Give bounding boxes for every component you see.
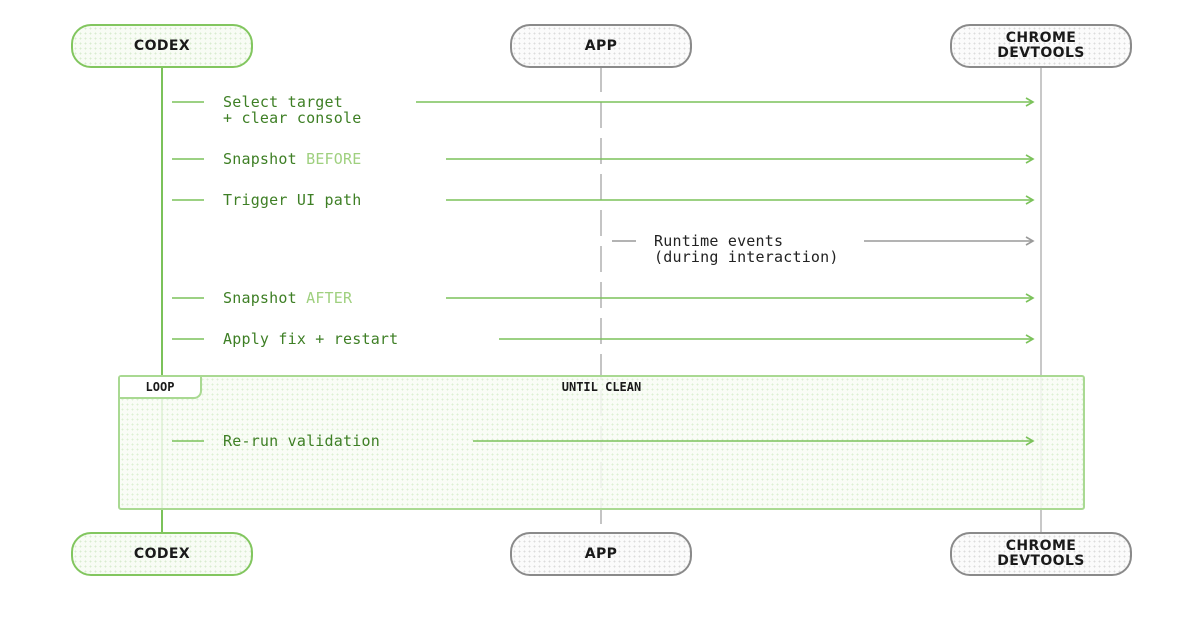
app-lifeline bbox=[600, 66, 602, 534]
arrowhead-snapshot-after bbox=[1025, 293, 1035, 303]
loop-condition: UNTIL CLEAN bbox=[561, 380, 642, 394]
arrowhead-runtime-events bbox=[1025, 236, 1035, 246]
codex-lifeline bbox=[161, 66, 163, 534]
arrowhead-select-target bbox=[1025, 97, 1035, 107]
message-runtime-events: Runtime events (during interaction) bbox=[654, 232, 839, 266]
loop-frame: LOOP UNTIL CLEAN bbox=[118, 375, 1085, 510]
devtools-lifeline bbox=[1040, 66, 1042, 534]
arrowhead-rerun bbox=[1025, 436, 1035, 446]
message-snapshot-after: Snapshot AFTER bbox=[223, 289, 353, 307]
message-rerun-validation: Re-run validation bbox=[223, 432, 380, 450]
actor-app-top: APP bbox=[510, 24, 692, 68]
message-select-target: Select target + clear console bbox=[223, 93, 362, 127]
actor-devtools-bottom: CHROME DEVTOOLS bbox=[950, 532, 1132, 576]
arrowhead-trigger-ui bbox=[1025, 195, 1035, 205]
actor-app-bottom: APP bbox=[510, 532, 692, 576]
loop-label: LOOP bbox=[120, 377, 202, 399]
actor-codex-bottom: CODEX bbox=[71, 532, 253, 576]
highlight-before: BEFORE bbox=[306, 150, 362, 168]
arrowhead-snapshot-before bbox=[1025, 154, 1035, 164]
arrowhead-apply-fix bbox=[1025, 334, 1035, 344]
highlight-after: AFTER bbox=[306, 289, 353, 307]
message-trigger-ui-path: Trigger UI path bbox=[223, 191, 362, 209]
actor-codex-top: CODEX bbox=[71, 24, 253, 68]
actor-devtools-top: CHROME DEVTOOLS bbox=[950, 24, 1132, 68]
message-apply-fix: Apply fix + restart bbox=[223, 330, 399, 348]
message-snapshot-before: Snapshot BEFORE bbox=[223, 150, 362, 168]
